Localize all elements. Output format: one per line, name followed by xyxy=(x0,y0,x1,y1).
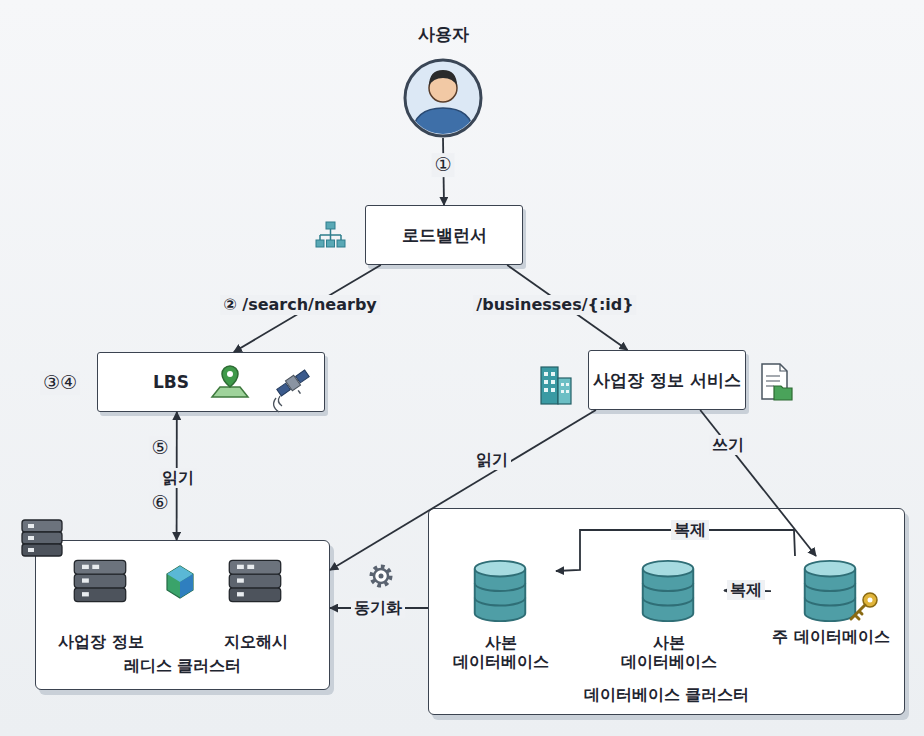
node-label: 주 데이터메이스 xyxy=(771,627,891,646)
building-icon-part xyxy=(551,388,555,392)
gear-icon-part xyxy=(372,567,390,585)
building-icon-part xyxy=(541,367,558,404)
node-label: 로드밸런서 xyxy=(402,225,487,245)
database-node: 주 데이터메이스 xyxy=(771,556,891,646)
building-icon-part xyxy=(544,380,548,384)
database-node: 사본 데이터베이스 xyxy=(614,556,724,671)
user-avatar: 사용자 xyxy=(403,58,483,138)
building-icon-part xyxy=(544,388,548,392)
network-icon-part xyxy=(326,222,335,229)
edge-label: 읽기 xyxy=(473,450,511,470)
network-icon-part xyxy=(316,240,324,247)
avatar-circle-outline xyxy=(405,60,481,136)
network-icon-part xyxy=(320,229,341,240)
network-icon xyxy=(316,222,345,247)
server-stack-icon-part xyxy=(22,520,62,532)
avatar-circle xyxy=(403,58,483,138)
edge-label: 쓰기 xyxy=(709,435,747,455)
network-icon-part xyxy=(337,240,345,247)
edge-label: 복제 xyxy=(671,520,709,540)
node-label: 사업장 정보 서비스 xyxy=(593,370,741,390)
cache-store: 사업장 정보 xyxy=(51,556,151,651)
building-icon-part xyxy=(566,390,569,393)
edge-label: 읽기 xyxy=(159,468,197,488)
node-label: 사본 데이터베이스 xyxy=(446,633,556,671)
cluster-group: 데이터베이스 클러스터 사본 데이터베이스 사본 데이터베이스 주 데이터메이스 xyxy=(428,508,905,715)
document-icon-part xyxy=(762,364,787,399)
document-icon-part xyxy=(774,386,792,400)
building-icon-part xyxy=(566,383,569,386)
building-icon-part xyxy=(551,372,555,376)
edge-label: 동기화 xyxy=(351,598,405,618)
node-label: 사업장 정보 xyxy=(51,632,151,651)
group-title: 데이터베이스 클러스터 xyxy=(429,685,904,704)
service-box: LBS xyxy=(97,352,325,412)
edge-label: 복제 xyxy=(727,580,765,600)
document-icon xyxy=(762,364,792,400)
building-icon-part xyxy=(561,383,564,386)
building-icon-part xyxy=(551,380,555,384)
server-stack-icon-part xyxy=(28,548,34,552)
service-box: 사업장 정보 서비스 xyxy=(588,350,746,410)
building-icon-part xyxy=(561,390,564,393)
node-label: 사본 데이터베이스 xyxy=(614,633,724,671)
network-icon-part xyxy=(327,240,335,247)
building-icon-part xyxy=(558,378,571,404)
callout-number: ① xyxy=(431,153,454,177)
callout-number: ③④ xyxy=(40,371,80,395)
building-icon-part xyxy=(544,372,548,376)
group-title: 레디스 클러스터 xyxy=(36,656,329,675)
node-label: 지오해시 xyxy=(206,632,306,651)
server-stack-icon-part xyxy=(28,536,34,540)
cluster-group: 레디스 클러스터 사업장 정보 지오해시 xyxy=(35,540,330,690)
server-stack-icon-part xyxy=(28,524,34,528)
edge-label: ② /search/nearby xyxy=(220,295,380,315)
load-balancer-box: 로드밸런서 xyxy=(365,205,523,265)
callout-number: ⑥ xyxy=(148,491,171,515)
edge-label: /businesses/{:id} xyxy=(473,295,636,315)
node-label: LBS xyxy=(153,372,189,392)
cache-store: 지오해시 xyxy=(206,556,306,651)
database-node: 사본 데이터베이스 xyxy=(446,556,556,671)
gear-icon-part xyxy=(379,574,384,579)
document-icon-part xyxy=(766,376,780,386)
document-icon-part xyxy=(780,364,787,371)
gear-icon xyxy=(372,567,390,585)
callout-number: ⑤ xyxy=(148,436,171,460)
building-icon xyxy=(541,367,571,404)
node-label: 사용자 xyxy=(373,24,513,44)
gear-icon-part xyxy=(374,569,388,583)
